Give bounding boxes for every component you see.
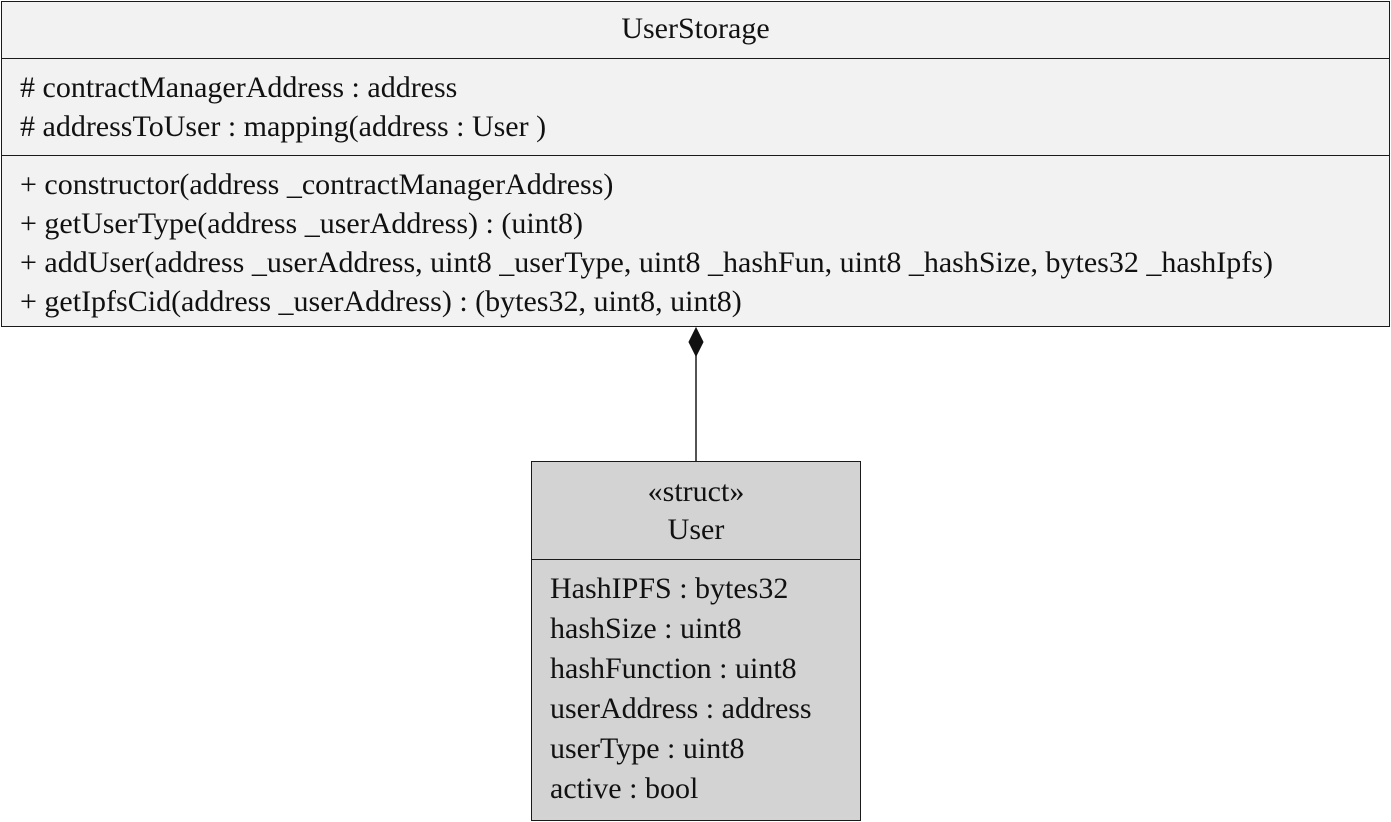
class-userstorage[interactable]: UserStorage # contractManagerAddress : a…	[1, 1, 1390, 327]
struct-name-compartment: «struct» User	[532, 462, 860, 560]
operation-constructor: + constructor(address _contractManagerAd…	[20, 168, 614, 201]
attribute-contract-manager-address: # contractManagerAddress : address	[20, 71, 458, 104]
attributes-compartment: # contractManagerAddress : address # add…	[2, 59, 1389, 156]
struct-fields-compartment: HashIPFS : bytes32 hashSize : uint8 hash…	[532, 560, 860, 809]
stereotype-label: «struct»	[647, 475, 745, 508]
attribute-address-to-user: # addressToUser : mapping(address : User…	[20, 110, 547, 143]
operations-compartment: + constructor(address _contractManagerAd…	[2, 156, 1389, 321]
field-active: active : bool	[550, 772, 699, 805]
operation-get-user-type: + getUserType(address _userAddress) : (u…	[20, 207, 583, 240]
operation-get-ipfs-cid: + getIpfsCid(address _userAddress) : (by…	[20, 285, 742, 318]
composition-diamond-icon	[688, 326, 704, 358]
struct-user[interactable]: «struct» User HashIPFS : bytes32 hashSiz…	[531, 461, 861, 821]
class-name: UserStorage	[621, 12, 770, 45]
class-name-compartment: UserStorage	[2, 2, 1389, 59]
field-user-address: userAddress : address	[550, 692, 812, 725]
struct-name: User	[667, 513, 725, 546]
operation-add-user: + addUser(address _userAddress, uint8 _u…	[20, 246, 1273, 279]
field-hash-size: hashSize : uint8	[550, 612, 742, 645]
field-user-type: userType : uint8	[550, 732, 745, 765]
field-hash-ipfs: HashIPFS : bytes32	[550, 572, 789, 605]
field-hash-function: hashFunction : uint8	[550, 652, 797, 685]
